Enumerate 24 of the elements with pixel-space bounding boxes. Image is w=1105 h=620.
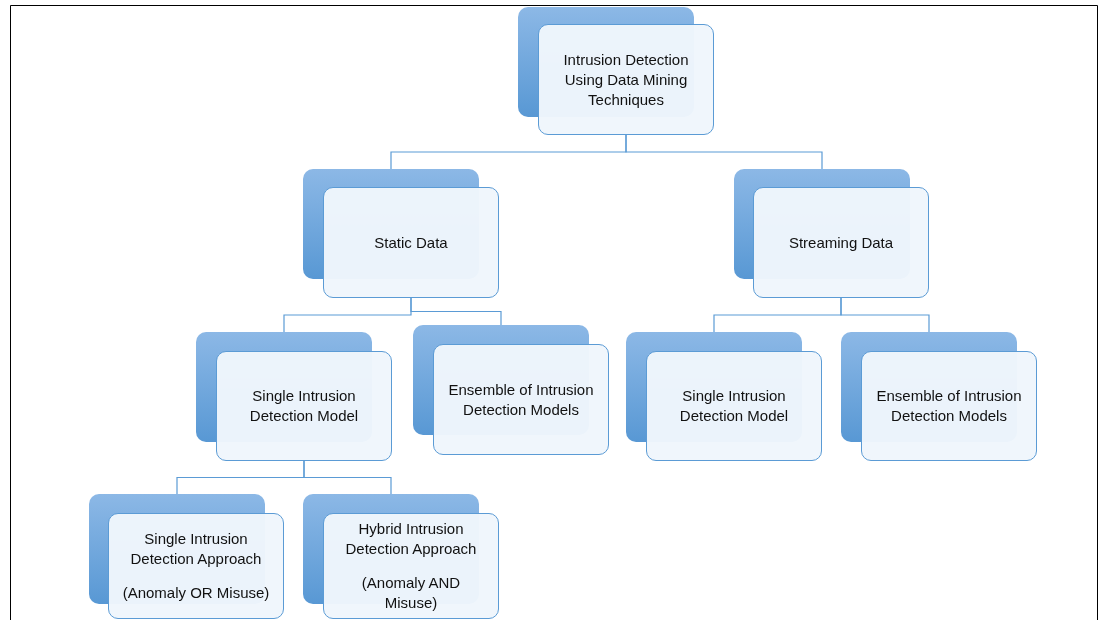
node-label: Ensemble of Intrusion Detection Models xyxy=(875,386,1023,426)
node-label: Hybrid Intrusion Detection Approach xyxy=(344,519,478,559)
stacked-box xyxy=(734,169,929,298)
stacked-box xyxy=(413,325,609,455)
node-label: Single Intrusion Detection Model xyxy=(678,386,790,426)
node-label: Single Intrusion Detection Approach xyxy=(129,529,263,569)
connector-line xyxy=(303,460,392,495)
node-label: Intrusion Detection Using Data Mining Techniques xyxy=(562,49,690,110)
stacked-box xyxy=(518,7,714,135)
node-label: Single Intrusion Detection Model xyxy=(248,386,360,426)
stacked-box xyxy=(303,169,499,298)
node-label: Static Data xyxy=(374,232,448,253)
connector-line xyxy=(410,297,502,326)
connector-line xyxy=(625,134,823,170)
stacked-box xyxy=(841,332,1037,461)
stacked-box xyxy=(89,494,284,619)
node-label: Streaming Data xyxy=(788,232,894,253)
stacked-box xyxy=(303,494,499,619)
stacked-box xyxy=(626,332,822,461)
stacked-box xyxy=(196,332,392,461)
node-label: (Anomaly OR Misuse) xyxy=(122,583,270,603)
node-label: Ensemble of Intrusion Detection Models xyxy=(447,379,595,420)
connector-line xyxy=(840,297,930,333)
node-label: (Anomaly AND Misuse) xyxy=(360,573,462,613)
